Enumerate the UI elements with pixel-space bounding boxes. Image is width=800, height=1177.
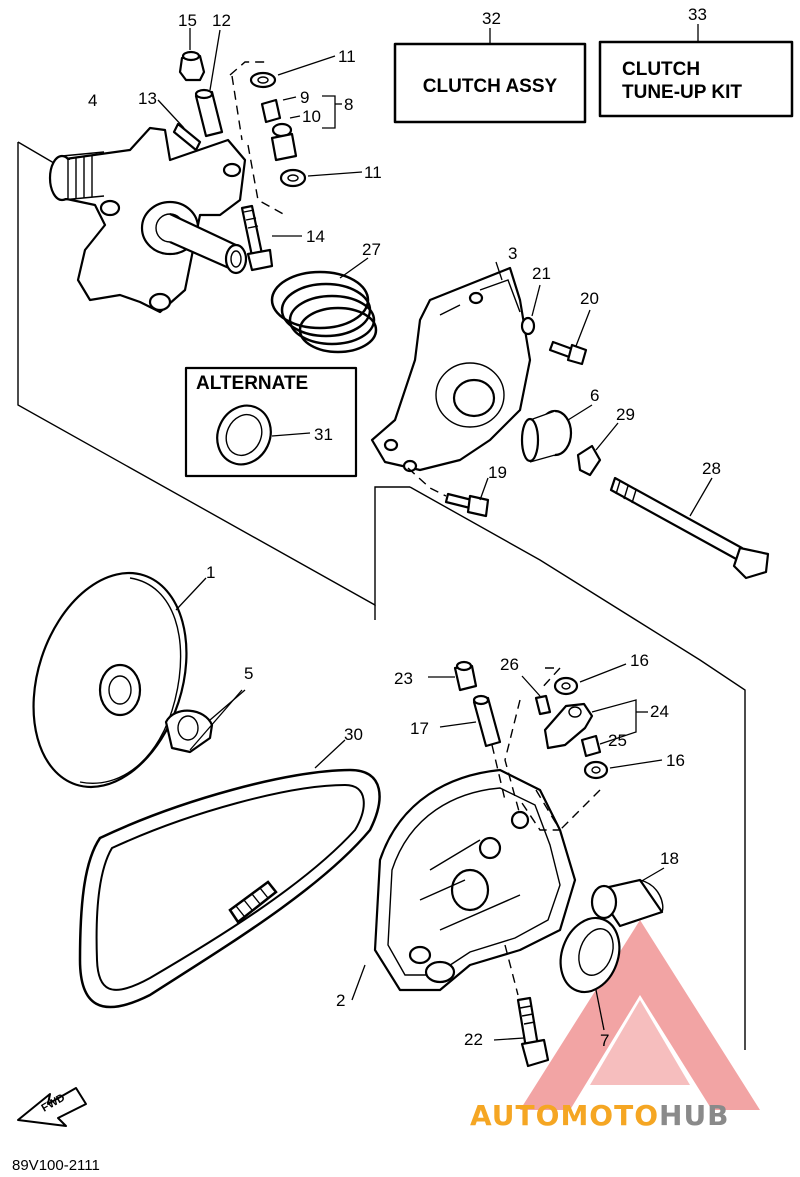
part-17-pin [472,694,502,748]
part-19-screw [444,492,490,518]
part-15-nut [178,50,206,82]
clutch-assy-text: CLUTCH ASSY [423,76,558,97]
label-31: 31 [314,425,333,444]
label-27: 27 [362,240,381,259]
label-18: 18 [660,849,679,868]
part-9-roller [260,98,282,124]
label-5: 5 [244,664,253,683]
label-4: 4 [88,91,97,110]
label-14: 14 [306,227,325,246]
part-4-spider [48,126,248,314]
part-5-seal [164,709,214,754]
label-1: 1 [206,563,215,582]
part-3-cover [370,266,532,473]
watermark-text: AUTOMOTOHUB [470,1099,730,1132]
part-31-seal [216,404,272,466]
part-13-spring [172,122,202,152]
label-17: 17 [410,719,429,738]
label-23: 23 [394,669,413,688]
part-2-drive-half [373,768,577,992]
label-15: 15 [178,11,197,30]
watermark-part1: AUTOMOTO [470,1099,659,1132]
label-19: 19 [488,463,507,482]
alternate-text: ALTERNATE [196,373,308,394]
label-3: 3 [508,244,517,263]
label-25: 25 [608,731,627,750]
part-11-washer-top [249,71,277,89]
tune-up-text-1: CLUTCH [622,59,700,80]
label-24: 24 [650,702,669,721]
part-10-bushing [270,122,298,162]
part-30-belt [78,768,381,1009]
part-20-screw [548,340,588,366]
diagram-code: 89V100-2111 [12,1157,100,1174]
part-29-clip [576,444,602,477]
label-33: 33 [688,5,707,24]
callout-numbers: 15 12 32 33 11 9 8 10 4 13 11 14 27 3 21… [88,5,721,1050]
fwd-arrow-icon: FWD [17,1087,87,1127]
part-16-washer-top [553,676,579,696]
clutch-assy-box: CLUTCH ASSY [393,42,587,124]
label-6: 6 [590,386,599,405]
part-21-washer [520,316,536,336]
label-20: 20 [580,289,599,308]
part-12-pin [194,88,224,138]
part-25-roller [580,734,602,758]
part-18-bushing [590,878,664,928]
label-11-bottom: 11 [364,163,382,182]
label-9: 9 [300,88,309,107]
part-14-bolt [240,204,274,272]
label-2: 2 [336,991,345,1010]
tune-up-text-2: TUNE-UP KIT [622,82,742,103]
tune-up-kit-box: CLUTCH TUNE-UP KIT [598,40,794,118]
part-7-bearing [559,916,621,994]
part-28-bolt [609,476,770,580]
label-26: 26 [500,655,519,674]
label-10: 10 [302,107,321,126]
part-26-pin [534,694,552,716]
label-16-bottom: 16 [666,751,685,770]
label-29: 29 [616,405,635,424]
watermark-part2: HUB [659,1099,730,1132]
part-11-washer-bottom [279,168,307,188]
label-7: 7 [600,1031,609,1050]
part-23-nut [453,660,478,692]
label-30: 30 [344,725,363,744]
label-22: 22 [464,1030,483,1049]
alternate-box: ALTERNATE [184,366,358,478]
part-24-arm [543,702,594,750]
label-11-top: 11 [338,47,356,66]
part-16-washer-bottom [583,760,609,780]
label-32: 32 [482,9,501,28]
label-16-top: 16 [630,651,649,670]
watermark-logo [520,920,760,1110]
label-8: 8 [344,95,353,114]
part-27-spring [270,270,378,354]
label-21: 21 [532,264,551,283]
part-1-sheave [32,571,188,789]
part-22-bolt [516,996,550,1068]
label-12: 12 [212,11,231,30]
part-6-bushing [520,409,573,463]
label-13: 13 [138,89,157,108]
label-28: 28 [702,459,721,478]
